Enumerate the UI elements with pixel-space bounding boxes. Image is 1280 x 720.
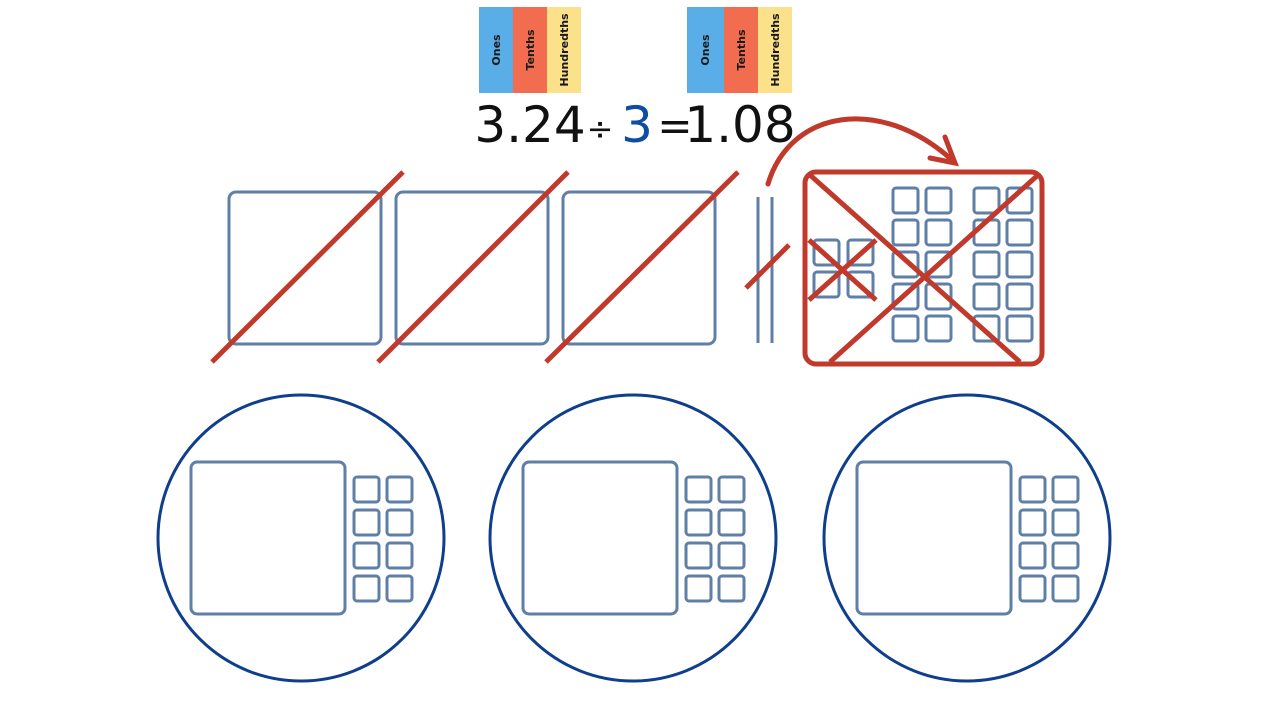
hundredths-square <box>891 218 920 247</box>
hundredths-square <box>352 574 381 603</box>
hundredths-square <box>1018 574 1047 603</box>
hundredths-square <box>1005 314 1034 343</box>
hundredths-square <box>812 270 841 299</box>
hundredths-square <box>385 574 414 603</box>
hundredths-square <box>924 314 953 343</box>
divisor: 3 <box>621 96 653 154</box>
hundredths-square <box>1018 475 1047 504</box>
hundredths-square <box>684 541 713 570</box>
equation: 3.24 ÷ 3 = 1.08 <box>474 96 795 154</box>
ones-label: Ones <box>490 34 503 66</box>
curved-arrow-icon <box>765 116 959 187</box>
tenths-label: Tenths <box>524 29 537 70</box>
cross-out-icon <box>828 173 1040 364</box>
hundredths-square <box>684 508 713 537</box>
hundredths-square <box>1051 541 1080 570</box>
hundredths-square <box>1018 508 1047 537</box>
hundredths-square <box>717 508 746 537</box>
equals-sign: = <box>657 101 692 150</box>
hundredths-square <box>924 250 953 279</box>
group-circle <box>488 393 778 683</box>
place-value-header-right: Ones Tenths Hundredths <box>687 7 792 93</box>
hundredths-column <box>547 7 581 93</box>
ones-block <box>189 460 347 616</box>
hundredths-square <box>385 475 414 504</box>
hundredths-label: Hundredths <box>558 13 571 87</box>
cross-out-icon <box>744 243 791 290</box>
group-circle <box>156 393 446 683</box>
hundredths-square <box>924 282 953 311</box>
group <box>156 393 446 683</box>
ones-block <box>561 190 717 346</box>
group-circle <box>822 393 1112 683</box>
tenths-rods <box>744 197 791 343</box>
quotient: 1.08 <box>684 96 795 154</box>
hundredths-square <box>1018 541 1047 570</box>
tenths-label: Tenths <box>735 29 748 70</box>
hundredths-square <box>1051 508 1080 537</box>
regrouped-hundredths-box <box>802 169 1045 367</box>
hundredths-square <box>972 186 1001 215</box>
ones-column <box>479 7 513 93</box>
cross-out-icon <box>807 238 878 302</box>
hundredths-square <box>972 314 1001 343</box>
regroup-frame <box>802 169 1045 367</box>
hundredths-square <box>891 186 920 215</box>
hundredths-square <box>891 314 920 343</box>
hundredths-square <box>385 541 414 570</box>
hundredths-square <box>891 250 920 279</box>
hundredths-square <box>352 475 381 504</box>
group <box>488 393 778 683</box>
cross-out-icon <box>210 170 405 364</box>
hundredths-square <box>846 238 875 267</box>
ones-column <box>687 7 724 93</box>
cross-out-icon <box>544 170 740 364</box>
hundredths-square <box>717 475 746 504</box>
ones-blocks <box>210 170 740 364</box>
division-operator: ÷ <box>587 110 614 148</box>
place-value-header-left: Ones Tenths Hundredths <box>479 7 581 93</box>
hundredths-square <box>385 508 414 537</box>
hundredths-square <box>1051 574 1080 603</box>
hundredths-square <box>891 282 920 311</box>
cross-out-icon <box>376 170 570 364</box>
ones-label: Ones <box>699 34 712 66</box>
dividend: 3.24 <box>474 96 585 154</box>
cross-out-icon <box>808 173 1022 364</box>
tenths-column <box>724 7 758 93</box>
groups <box>156 393 1112 683</box>
hundredths-square <box>924 218 953 247</box>
hundredths-square <box>352 508 381 537</box>
hundredths-square <box>1051 475 1080 504</box>
hundredths-square <box>924 186 953 215</box>
hundredths-square <box>717 541 746 570</box>
hundredths-square <box>846 270 875 299</box>
ones-block <box>227 190 383 346</box>
hundredths-square <box>1005 282 1034 311</box>
ones-block <box>394 190 550 346</box>
hundredths-square <box>684 475 713 504</box>
hundredths-column <box>758 7 792 93</box>
group <box>822 393 1112 683</box>
hundredths-square <box>1005 218 1034 247</box>
ones-block <box>855 460 1013 616</box>
hundredths-label: Hundredths <box>769 13 782 87</box>
hundredths-square <box>717 574 746 603</box>
hundredths-square <box>972 282 1001 311</box>
tenths-column <box>513 7 547 93</box>
hundredths-square <box>684 574 713 603</box>
hundredths-square <box>972 250 1001 279</box>
hundredths-square <box>812 238 841 267</box>
ones-block <box>521 460 679 616</box>
hundredths-square <box>1005 250 1034 279</box>
hundredths-square <box>352 541 381 570</box>
